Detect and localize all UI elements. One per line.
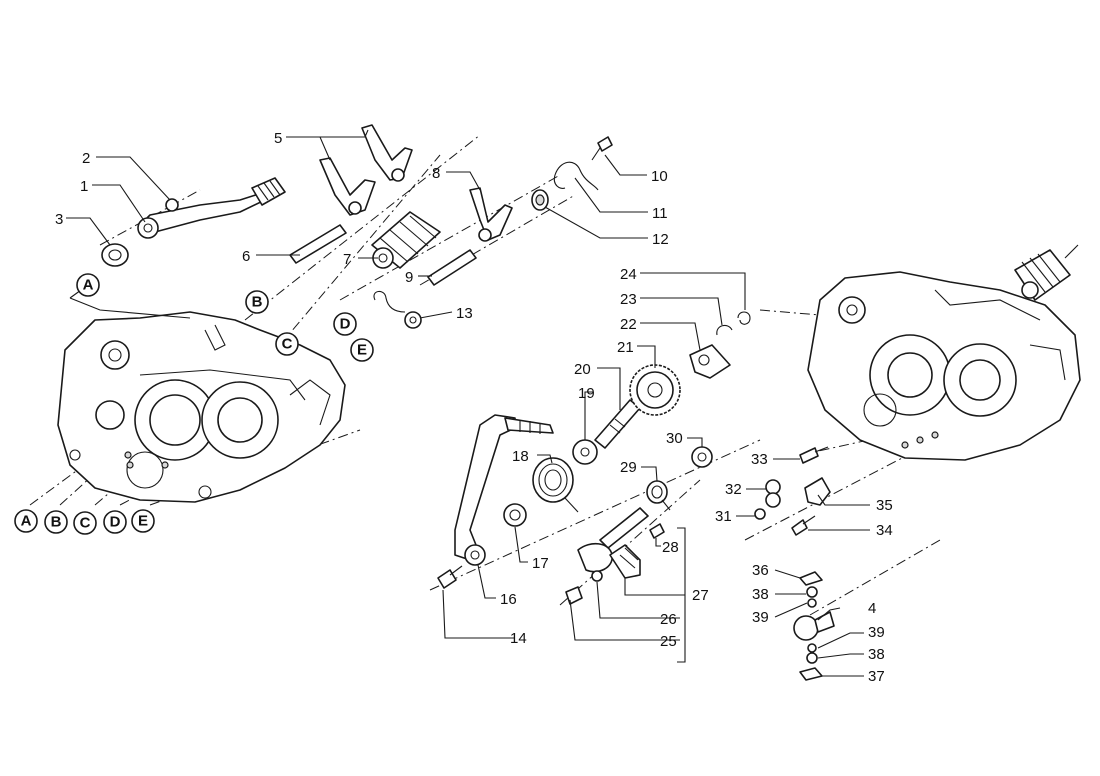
callout-39-upper: 39 [752, 609, 769, 626]
callout-4: 4 [868, 600, 876, 617]
marker-d-top: D [333, 312, 357, 336]
marker-a-top: A [76, 273, 100, 297]
callout-17: 17 [532, 555, 549, 572]
callout-5: 5 [274, 130, 282, 147]
callout-33: 33 [751, 451, 768, 468]
callout-21: 21 [617, 339, 634, 356]
selector-forks [289, 124, 513, 286]
callout-20: 20 [574, 361, 591, 378]
marker-c-top: C [275, 332, 299, 356]
callout-25: 25 [660, 633, 677, 650]
callout-26: 26 [660, 611, 677, 628]
callout-28: 28 [662, 539, 679, 556]
callout-numbers: 1 2 3 4 5 6 7 8 9 10 11 12 13 14 16 17 1… [55, 130, 893, 685]
right-crankcase [807, 244, 1081, 461]
callout-29: 29 [620, 459, 637, 476]
gear-shift-lever [101, 177, 286, 267]
callout-35: 35 [876, 497, 893, 514]
callout-8: 8 [432, 165, 440, 182]
callout-32: 32 [725, 481, 742, 498]
callout-14: 14 [510, 630, 527, 647]
leader-lines [66, 129, 870, 677]
callout-3: 3 [55, 211, 63, 228]
callout-7: 7 [343, 251, 351, 268]
callout-10: 10 [651, 168, 668, 185]
shift-drum [371, 211, 441, 269]
callout-36: 36 [752, 562, 769, 579]
callout-31: 31 [715, 508, 732, 525]
callout-27: 27 [692, 587, 709, 604]
callout-30: 30 [666, 430, 683, 447]
callout-6: 6 [242, 248, 250, 265]
callout-13: 13 [456, 305, 473, 322]
callout-1: 1 [80, 178, 88, 195]
callout-2: 2 [82, 150, 90, 167]
svg-text:B: B [51, 514, 62, 531]
svg-text:D: D [340, 316, 351, 333]
callout-37: 37 [868, 668, 885, 685]
svg-text:A: A [21, 513, 32, 530]
svg-text:D: D [110, 514, 121, 531]
svg-text:B: B [252, 294, 263, 311]
marker-b-bottom: B [44, 510, 68, 534]
kick-start-quadrant [565, 507, 665, 605]
marker-d-bottom: D [103, 510, 127, 534]
svg-text:E: E [357, 342, 367, 359]
callout-24: 24 [620, 266, 637, 283]
callout-23: 23 [620, 291, 637, 308]
callout-34: 34 [876, 522, 893, 539]
marker-e-top: E [350, 338, 374, 362]
callout-9: 9 [405, 269, 413, 286]
kick-start-gear-train [503, 311, 751, 527]
right-small-parts [754, 446, 835, 681]
callout-39-lower: 39 [868, 624, 885, 641]
callout-38-upper: 38 [752, 586, 769, 603]
callout-19: 19 [578, 385, 595, 402]
kick-start-lever [437, 414, 554, 589]
callout-12: 12 [652, 231, 669, 248]
callout-22: 22 [620, 316, 637, 333]
letter-markers: A B C D E A B C [14, 273, 374, 535]
callout-16: 16 [500, 591, 517, 608]
svg-text:C: C [80, 515, 91, 532]
detent-parts [373, 136, 613, 329]
marker-c-bottom: C [73, 511, 97, 535]
svg-text:A: A [83, 277, 94, 294]
marker-a-bottom: A [14, 509, 38, 533]
svg-text:C: C [282, 336, 293, 353]
right-shift-drum [1014, 244, 1079, 301]
marker-b-top: B [245, 290, 269, 314]
callout-38-lower: 38 [868, 646, 885, 663]
callout-11: 11 [652, 205, 668, 222]
left-crankcase [57, 311, 346, 503]
marker-e-bottom: E [131, 509, 155, 533]
callout-18: 18 [512, 448, 529, 465]
svg-text:E: E [138, 513, 148, 530]
